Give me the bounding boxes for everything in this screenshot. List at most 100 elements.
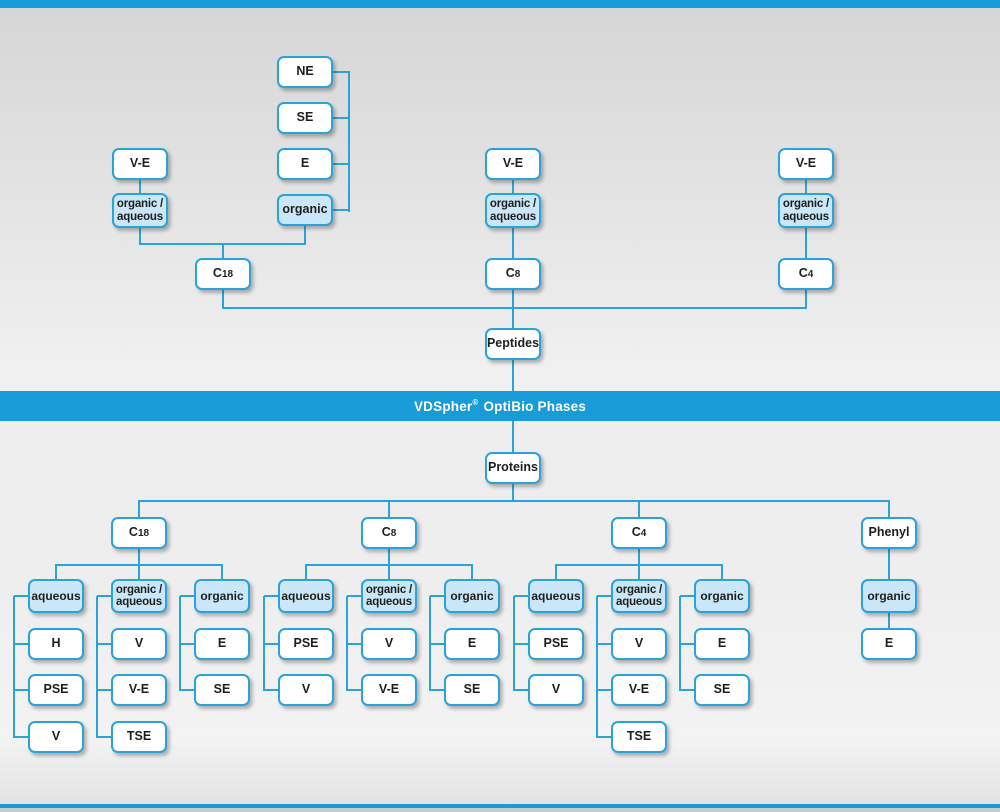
node-peptides-c4-organic-aqueous: organic / aqueous — [778, 193, 834, 228]
connector-line — [680, 595, 695, 597]
connector-line — [512, 228, 514, 259]
node-proteins-c18-organic-aqueous: organic /aqueous — [111, 579, 167, 613]
connector-line — [555, 565, 557, 580]
connector-line — [388, 565, 390, 580]
connector-line — [14, 736, 29, 738]
registered-trademark-symbol: ® — [472, 398, 479, 407]
connector-line — [430, 689, 445, 691]
connector-line — [139, 243, 306, 245]
connector-line — [264, 643, 279, 645]
node-peptides-c8: C8 — [485, 258, 541, 290]
connector-line — [55, 564, 223, 566]
node-proteins-c8-oa-v: V — [361, 628, 417, 660]
connector-line — [347, 595, 362, 597]
connector-line — [14, 595, 29, 597]
node-proteins-c18-aqueous: aqueous — [28, 579, 84, 613]
connector-line — [333, 209, 350, 211]
node-proteins-c18-aqueous-v: V — [28, 721, 84, 753]
connector-line — [680, 689, 695, 691]
connector-line — [138, 501, 140, 518]
connector-line — [264, 689, 279, 691]
connector-line — [512, 290, 514, 329]
bottom-edge-strip — [0, 808, 1000, 812]
connector-line — [97, 736, 112, 738]
node-proteins-c8-organic-e: E — [444, 628, 500, 660]
connector-line — [333, 163, 350, 165]
connector-line — [514, 689, 529, 691]
banner-title: VDSpher® OptiBio Phases — [0, 391, 1000, 421]
node-proteins-c18-oa-tse: TSE — [111, 721, 167, 753]
connector-line — [514, 643, 529, 645]
node-proteins-phenyl-organic-e: E — [861, 628, 917, 660]
node-proteins-c8-aqueous-pse: PSE — [278, 628, 334, 660]
connector-line — [805, 290, 807, 309]
connector-line — [138, 549, 140, 566]
connector-line — [888, 549, 890, 580]
connector-line — [597, 689, 612, 691]
connector-line — [597, 595, 612, 597]
node-proteins-c18-oa-ve: V-E — [111, 674, 167, 706]
connector-line — [13, 596, 15, 738]
connector-line — [139, 228, 141, 245]
node-peptides-root: Peptides — [485, 328, 541, 360]
connector-line — [471, 565, 473, 580]
node-proteins-c4-organic-se: SE — [694, 674, 750, 706]
connector-line — [139, 180, 141, 194]
node-proteins-c4-aqueous-v: V — [528, 674, 584, 706]
node-proteins-c8-aqueous: aqueous — [278, 579, 334, 613]
connector-line — [555, 564, 723, 566]
connector-line — [180, 689, 195, 691]
connector-line — [388, 501, 390, 518]
connector-line — [512, 484, 514, 502]
node-proteins-c8: C8 — [361, 517, 417, 549]
connector-line — [138, 565, 140, 580]
connector-line — [512, 360, 514, 392]
connector-line — [333, 71, 350, 73]
node-peptides-c18-ve: V-E — [112, 148, 168, 180]
connector-line — [888, 613, 890, 629]
connector-line — [14, 643, 29, 645]
node-proteins-c18-organic: organic — [194, 579, 250, 613]
connector-line — [305, 565, 307, 580]
connector-line — [180, 595, 195, 597]
bottom-accent-bar — [0, 804, 1000, 808]
connector-line — [14, 689, 29, 691]
connector-line — [597, 643, 612, 645]
node-peptides-c18-organic-aqueous: organic / aqueous — [112, 193, 168, 228]
connector-line — [638, 501, 640, 518]
node-proteins-c18-oa-v: V — [111, 628, 167, 660]
node-proteins-c4-organic-e: E — [694, 628, 750, 660]
node-peptides-c18-organic-se: SE — [277, 102, 333, 134]
node-peptides-c18-organic-ne: NE — [277, 56, 333, 88]
node-proteins-c4-oa-v: V — [611, 628, 667, 660]
connector-line — [680, 643, 695, 645]
node-proteins-phenyl-organic: organic — [861, 579, 917, 613]
node-proteins-c4-aqueous: aqueous — [528, 579, 584, 613]
node-proteins-c4-oa-ve: V-E — [611, 674, 667, 706]
node-proteins-c18-organic-e: E — [194, 628, 250, 660]
connector-line — [222, 244, 224, 259]
connector-line — [221, 565, 223, 580]
connector-line — [347, 689, 362, 691]
node-proteins-c8-organic-aqueous: organic /aqueous — [361, 579, 417, 613]
node-proteins-c4-aqueous-pse: PSE — [528, 628, 584, 660]
connector-line — [388, 549, 390, 566]
connector-line — [638, 549, 640, 566]
connector-line — [721, 565, 723, 580]
connector-line — [888, 501, 890, 518]
connector-line — [512, 421, 514, 453]
node-proteins-c8-organic: organic — [444, 579, 500, 613]
node-peptides-c18-organic-e: E — [277, 148, 333, 180]
connector-line — [638, 565, 640, 580]
node-peptides-c18: C18 — [195, 258, 251, 290]
connector-line — [512, 180, 514, 194]
connector-line — [264, 595, 279, 597]
connector-line — [97, 595, 112, 597]
node-proteins-c18: C18 — [111, 517, 167, 549]
node-proteins-c18-aqueous-h: H — [28, 628, 84, 660]
node-proteins-c4: C4 — [611, 517, 667, 549]
connector-line — [138, 500, 890, 502]
connector-line — [347, 643, 362, 645]
connector-line — [305, 564, 473, 566]
